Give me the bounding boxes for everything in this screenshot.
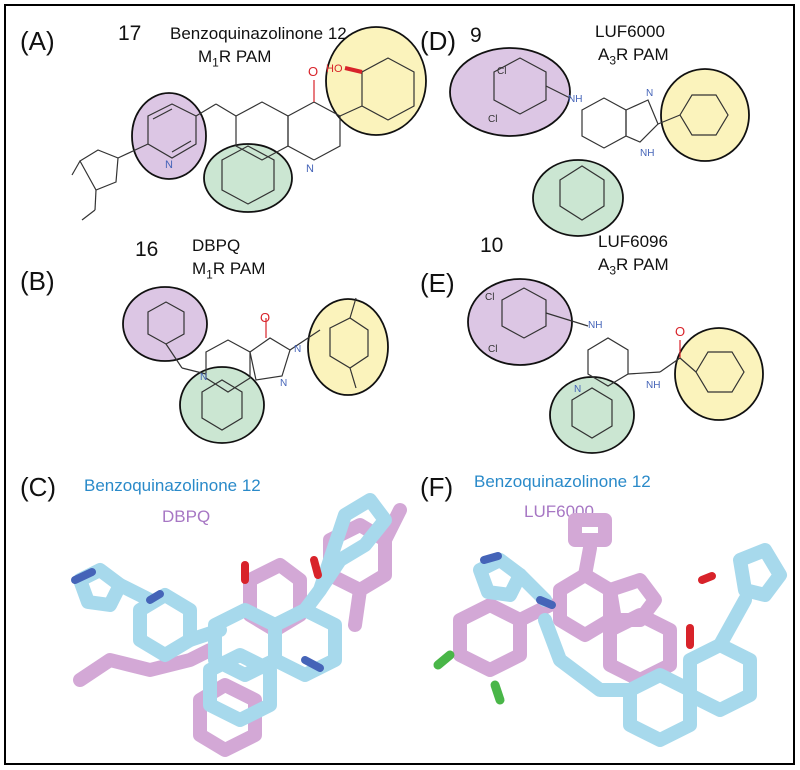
panel-d-number: 9 <box>470 24 482 47</box>
panel-a-core-nitrogen: N <box>306 163 314 175</box>
panel-a-benzo-highlight <box>203 143 293 213</box>
panel-f-label: (F) <box>420 472 454 502</box>
panel-d-label: (D) <box>420 26 457 56</box>
panel-b-benzo-highlight <box>179 366 265 444</box>
panel-b-nitrogen-2: N <box>294 344 301 355</box>
panel-e-amine-2: NH <box>646 380 660 391</box>
panel-e-number: 10 <box>480 234 504 257</box>
panel-e-label: (E) <box>420 268 455 298</box>
panel-b-compound-name: DBPQ <box>192 236 241 255</box>
panel-d-benzo-highlight <box>532 159 624 237</box>
panel-f-benzoquinazolinone-sticks <box>473 543 787 747</box>
panel-f-overlay-render <box>433 513 787 747</box>
panel-a-number: 17 <box>118 22 142 45</box>
panel-e-chlorine-2: Cl <box>488 344 497 355</box>
panel-c-legend-dbpq: DBPQ <box>162 507 211 526</box>
panel-b-xylyl-highlight <box>307 298 389 396</box>
panel-f-chlorine-highlights <box>433 650 505 705</box>
panel-d-cyclohexyl-highlight <box>660 68 750 162</box>
panel-d-amine: NH <box>568 94 582 105</box>
panel-b-structure: O N N N <box>122 286 389 444</box>
panel-b-target: M1R PAM <box>192 259 266 282</box>
panel-a-target: M1R PAM <box>198 47 272 70</box>
panel-b-oxygen-atom: O <box>260 310 270 325</box>
panel-f-oxygen-highlights <box>686 572 716 649</box>
panel-f-nitrogen-highlights <box>480 552 556 609</box>
panel-d-dichlorophenyl-highlight <box>449 47 571 137</box>
panel-e-amine-1: NH <box>588 320 602 331</box>
panel-b-benzyl-highlight <box>122 286 208 362</box>
panel-c-overlay-render <box>71 493 407 757</box>
panel-a-pyridine-nitrogen: N <box>165 159 173 171</box>
panel-a-structure: O HO N N <box>71 26 427 221</box>
panel-e-cyclohexyl-highlight <box>674 327 764 421</box>
panel-f-legend-benzoquinazolinone: Benzoquinazolinone 12 <box>474 472 651 491</box>
panel-e-target: A3R PAM <box>598 255 669 278</box>
panel-c-label: (C) <box>20 472 57 502</box>
panel-d-imidazole-n: N <box>646 88 653 99</box>
panel-c-nitrogen-highlights <box>71 568 324 672</box>
panel-d-target: A3R PAM <box>598 45 669 68</box>
panel-e-structure: Cl Cl NH NH O N <box>467 278 764 454</box>
panel-a-cyclohexyl-highlight <box>325 26 427 136</box>
figure-frame <box>4 4 795 765</box>
panel-b-nitrogen-1: N <box>200 372 207 383</box>
panel-e-oxygen-atom: O <box>675 324 685 339</box>
panel-d-imidazole-nh: NH <box>640 148 654 159</box>
panel-d-chlorine-1: Cl <box>497 66 506 77</box>
panel-c-legend-benzoquinazolinone: Benzoquinazolinone 12 <box>84 476 261 495</box>
panel-c-benzoquinazolinone-sticks <box>73 493 392 727</box>
panel-d-compound-name: LUF6000 <box>595 22 665 41</box>
panel-e-chlorine-1: Cl <box>485 292 494 303</box>
panel-e-compound-name: LUF6096 <box>598 232 668 251</box>
panel-a-label: (A) <box>20 26 55 56</box>
panel-e-dichlorophenyl-highlight <box>467 278 573 366</box>
panel-d-chlorine-2: Cl <box>488 114 497 125</box>
panel-b-label: (B) <box>20 266 55 296</box>
panel-b-number: 16 <box>135 238 159 261</box>
panel-c-oxygen-highlights <box>241 556 322 584</box>
panel-b-nitrogen-3: N <box>280 378 287 389</box>
panel-a-oxygen-atom: O <box>308 64 318 79</box>
panel-a-compound-name: Benzoquinazolinone 12 <box>170 24 347 43</box>
panel-e-pyridine-nitrogen: N <box>574 384 581 395</box>
panel-f-luf6000-sticks <box>453 513 677 687</box>
panel-d-structure: Cl Cl NH NH N <box>449 47 750 237</box>
panel-a-hydroxyl-atom: HO <box>326 63 343 75</box>
